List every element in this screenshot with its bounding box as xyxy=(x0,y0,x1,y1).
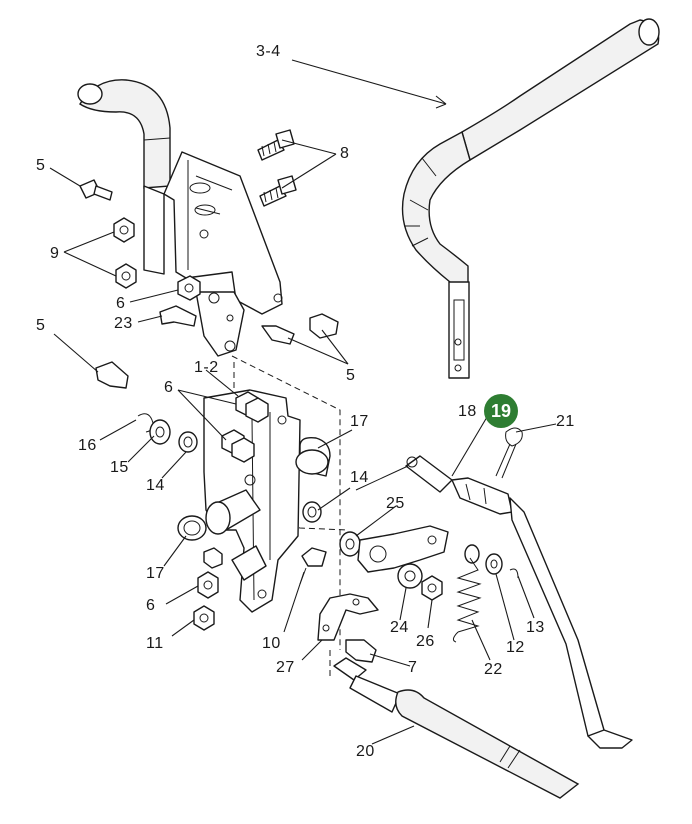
bolt-23 xyxy=(159,305,197,327)
callout-22: 22 xyxy=(484,661,503,678)
nut-6-upper xyxy=(177,275,201,301)
washer-15 xyxy=(149,419,171,445)
nut-11 xyxy=(193,605,215,631)
callout-8: 8 xyxy=(340,145,350,162)
callout-17: 17 xyxy=(350,413,369,430)
bushing-17-left xyxy=(177,515,207,541)
callout-6: 6 xyxy=(116,295,126,312)
washers-12-13 xyxy=(464,544,519,579)
washer-14-right xyxy=(302,501,322,523)
assembly-guide-line xyxy=(231,355,341,650)
callout-18: 18 xyxy=(458,403,477,420)
handle-stub-upper-left xyxy=(77,79,171,189)
callout-27: 27 xyxy=(276,659,295,676)
callout-13: 13 xyxy=(526,619,545,636)
callout-17: 17 xyxy=(146,565,165,582)
callout-11: 11 xyxy=(146,635,164,652)
callout-6: 6 xyxy=(146,597,156,614)
bushing-17-right xyxy=(295,436,331,477)
upper-mount-bracket xyxy=(143,151,283,357)
nut-6-lower xyxy=(197,547,223,599)
callout-3-4: 3-4 xyxy=(256,43,281,60)
nut-26 xyxy=(421,575,443,601)
bellcrank-24 xyxy=(357,525,449,589)
bolt-7 xyxy=(345,639,377,663)
callout-14: 14 xyxy=(350,469,369,486)
callout-24: 24 xyxy=(390,619,409,636)
washer-25 xyxy=(339,531,361,557)
pivot-tube xyxy=(205,489,267,581)
callout-1-2: 1-2 xyxy=(194,359,219,376)
callout-5: 5 xyxy=(346,367,356,384)
bolts-8 xyxy=(257,129,297,207)
nuts-9 xyxy=(113,217,137,289)
callout-15: 15 xyxy=(110,459,129,476)
bolt-5-mid xyxy=(95,361,129,389)
callout-23: 23 xyxy=(114,315,133,332)
leader-lines xyxy=(49,59,557,745)
stud-10 xyxy=(299,547,327,585)
spring-22 xyxy=(452,557,482,643)
callout-5: 5 xyxy=(36,317,46,334)
bolts-5-right xyxy=(261,313,339,345)
callout-25: 25 xyxy=(386,495,405,512)
nuts-6-mid xyxy=(221,391,269,463)
callout-7: 7 xyxy=(408,659,418,676)
tube-20 xyxy=(333,657,580,799)
highlighted-callout-19[interactable]: 19 xyxy=(484,394,518,428)
bracket-27 xyxy=(317,593,379,641)
callout-16: 16 xyxy=(78,437,97,454)
callout-5: 5 xyxy=(36,157,46,174)
link-rod-18 xyxy=(355,455,633,749)
bolt-5-upper xyxy=(79,179,113,201)
bushing-14-left xyxy=(178,431,198,453)
clip-21 xyxy=(495,427,523,479)
handle-assembly-3-4 xyxy=(401,18,660,379)
callout-21: 21 xyxy=(556,413,575,430)
callout-20: 20 xyxy=(356,743,375,760)
callout-12: 12 xyxy=(506,639,525,656)
callout-6: 6 xyxy=(164,379,174,396)
callout-9: 9 xyxy=(50,245,60,262)
callout-26: 26 xyxy=(416,633,435,650)
callout-10: 10 xyxy=(262,635,281,652)
callout-14: 14 xyxy=(146,477,165,494)
